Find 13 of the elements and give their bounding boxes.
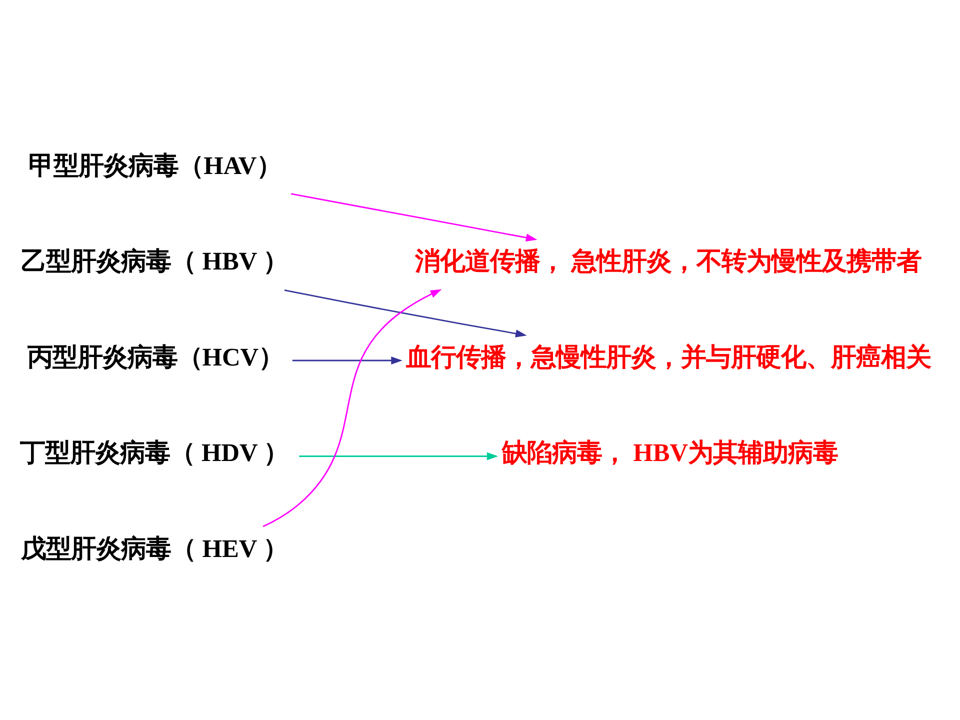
node-text: 血行传播，急慢性肝炎，并与肝硬化、肝癌相关 — [406, 342, 932, 371]
node-text: 乙型肝炎病毒（ HBV ） — [20, 247, 288, 276]
node-text: 丙型肝炎病毒（HCV） — [27, 342, 284, 371]
arrow — [292, 356, 402, 364]
node-text: 消化道传播， 急性肝炎，不转为慢性及携带者 — [415, 247, 922, 276]
node-text: 丁型肝炎病毒（ HDV ） — [20, 438, 289, 467]
node-text: 缺陷病毒， HBV为其辅助病毒 — [502, 438, 838, 467]
node-text: 戊型肝炎病毒（ HEV ） — [20, 534, 288, 562]
arrow — [262, 288, 442, 527]
arrow — [290, 192, 538, 241]
arrow — [284, 289, 527, 337]
node-text: 甲型肝炎病毒（HAV） — [28, 151, 282, 180]
arrow — [299, 452, 498, 460]
